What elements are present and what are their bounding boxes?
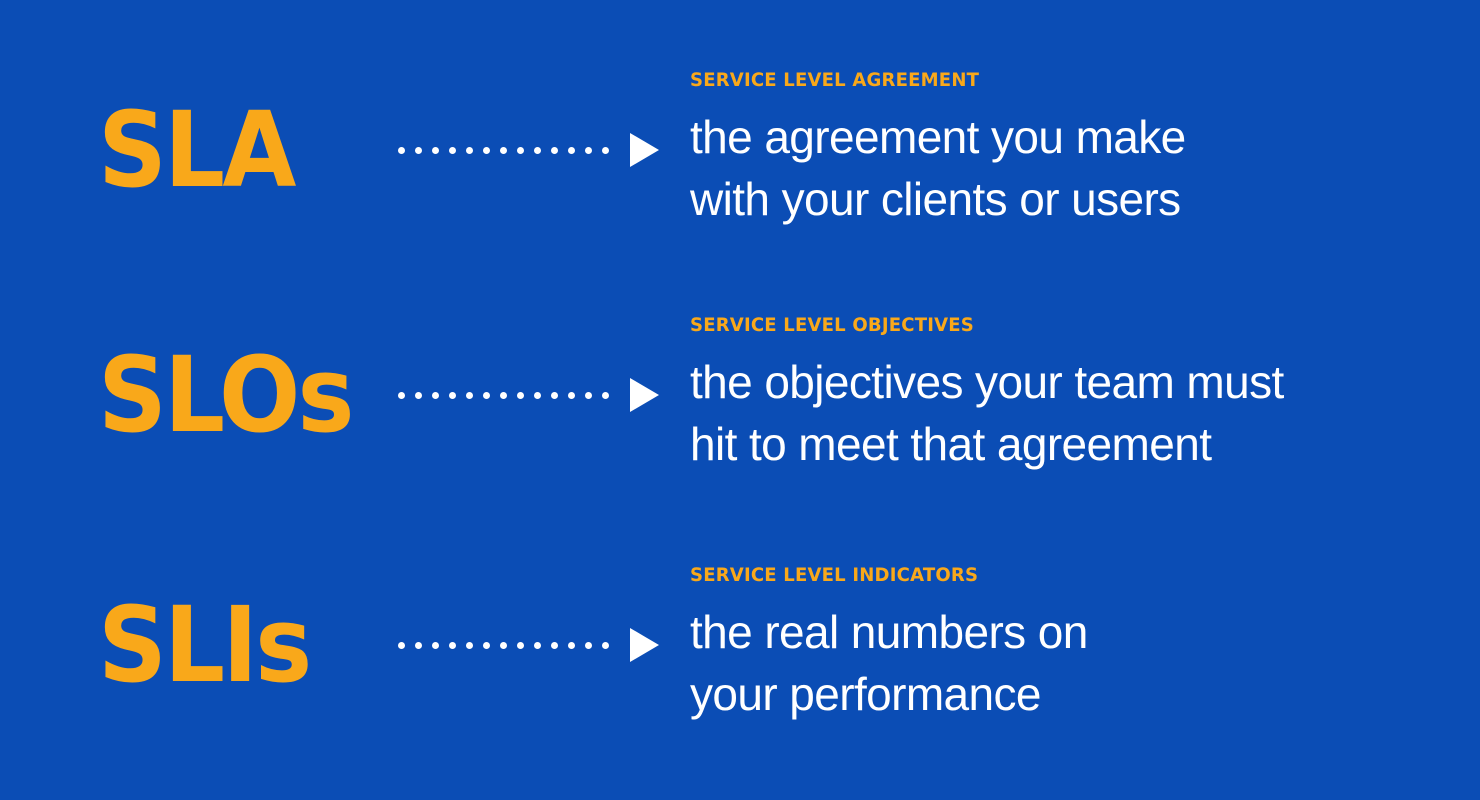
acronym-cell-slos: SLOs: [98, 305, 374, 485]
arrowhead-icon: [630, 133, 659, 167]
description-line: your performance: [690, 668, 1042, 721]
arrow-dot: [568, 641, 575, 649]
definition-row-slis: SLIs SERVICE LEVEL INDICATORS: [0, 555, 1480, 735]
description-line: with your clients or users: [690, 173, 1181, 226]
arrow-dot: [602, 641, 609, 649]
arrow-dots-1: [398, 133, 659, 167]
arrow-dot: [449, 146, 456, 154]
arrow-dot: [500, 641, 507, 649]
acronym-sla: SLA: [98, 89, 296, 211]
arrow-dot: [551, 146, 558, 154]
arrow-dot: [483, 146, 490, 154]
dotted-arrow-icon-1: [398, 60, 659, 240]
arrow-dot: [568, 146, 575, 154]
acronym-slos: SLOs: [98, 334, 354, 456]
arrow-dot: [432, 641, 439, 649]
definition-row-slos: SLOs SERVICE LEVEL OBJECTIVES: [0, 305, 1480, 485]
description-line: the real numbers on: [690, 606, 1088, 659]
dotted-arrow-icon-3: [398, 555, 659, 735]
arrow-dot: [585, 391, 592, 399]
arrow-dot: [398, 641, 405, 649]
arrow-dot: [500, 146, 507, 154]
arrow-dot: [466, 146, 473, 154]
arrow-dot: [517, 641, 524, 649]
arrowhead-icon: [630, 628, 659, 662]
arrow-dot: [415, 641, 422, 649]
text-cell-sla: SERVICE LEVEL AGREEMENT the agreement yo…: [690, 60, 1450, 240]
text-cell-slis: SERVICE LEVEL INDICATORS the real number…: [690, 555, 1450, 735]
acronym-cell-slis: SLIs: [98, 555, 328, 735]
arrow-dot: [466, 641, 473, 649]
arrow-dot: [500, 391, 507, 399]
arrow-dot: [449, 391, 456, 399]
arrow-dot: [432, 391, 439, 399]
arrow-dot: [551, 641, 558, 649]
description-slos: the objectives your team must hit to mee…: [690, 351, 1450, 475]
arrow-dot: [534, 641, 541, 649]
arrow-dot: [398, 146, 405, 154]
eyebrow-label-slis: SERVICE LEVEL INDICATORS: [690, 563, 979, 586]
arrowhead-icon: [630, 378, 659, 412]
arrow-dot: [466, 391, 473, 399]
arrow-dot: [517, 146, 524, 154]
description-line: hit to meet that agreement: [690, 418, 1212, 471]
arrow-dots-2: [398, 378, 659, 412]
arrow-dot: [483, 641, 490, 649]
arrow-dot: [432, 146, 439, 154]
arrow-dot: [415, 146, 422, 154]
description-sla: the agreement you make with your clients…: [690, 106, 1450, 230]
arrow-dot: [534, 391, 541, 399]
arrow-dots-3: [398, 628, 659, 662]
arrow-dot: [602, 391, 609, 399]
eyebrow-label-slos: SERVICE LEVEL OBJECTIVES: [690, 313, 974, 336]
arrow-dot: [449, 641, 456, 649]
description-line: the objectives your team must: [690, 356, 1284, 409]
arrow-dot: [534, 146, 541, 154]
arrow-dot: [398, 391, 405, 399]
description-slis: the real numbers on your performance: [690, 601, 1450, 725]
definition-row-sla: SLA SERVICE LEVEL AGREEMENT: [0, 60, 1480, 240]
acronym-cell-sla: SLA: [98, 60, 311, 240]
arrow-dot: [551, 391, 558, 399]
text-cell-slos: SERVICE LEVEL OBJECTIVES the objectives …: [690, 305, 1450, 485]
arrow-dot: [517, 391, 524, 399]
arrow-dot: [585, 146, 592, 154]
description-line: the agreement you make: [690, 111, 1186, 164]
arrow-dot: [602, 146, 609, 154]
arrow-dot: [415, 391, 422, 399]
arrow-dot: [483, 391, 490, 399]
arrow-dot: [568, 391, 575, 399]
arrow-dot: [585, 641, 592, 649]
eyebrow-label-sla: SERVICE LEVEL AGREEMENT: [690, 68, 980, 91]
acronym-slis: SLIs: [98, 584, 312, 706]
dotted-arrow-icon-2: [398, 305, 659, 485]
